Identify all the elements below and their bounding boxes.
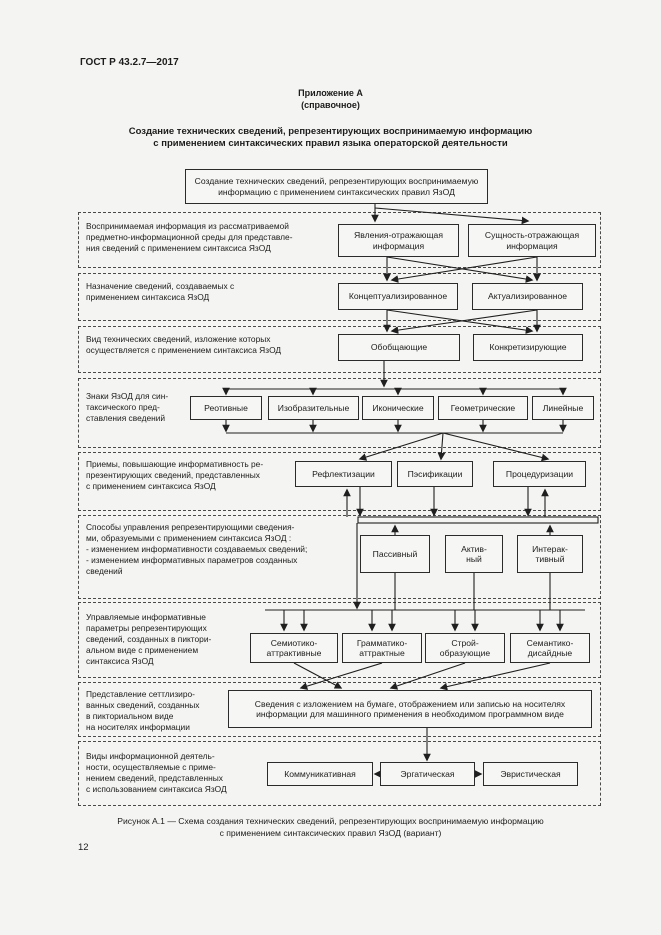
section-7-label: Управляемые информативные параметры репр… bbox=[86, 612, 212, 666]
node-reotive-signs: Реотивные bbox=[190, 396, 262, 420]
node-passive: Пассивный bbox=[360, 535, 430, 573]
section-9-frame bbox=[78, 741, 601, 806]
section-3-frame bbox=[78, 326, 601, 373]
node-interactive: Интерак- тивный bbox=[517, 535, 583, 573]
appendix-label: Приложение А bbox=[298, 88, 363, 98]
node-grammatic-attractive: Грамматико- аттрактные bbox=[342, 633, 422, 663]
node-generalizing: Обобщающие bbox=[338, 334, 460, 361]
doc-title: Создание технических сведений, репрезент… bbox=[128, 126, 533, 149]
node-reflectization: Рефлектизации bbox=[295, 461, 392, 487]
page-number: 12 bbox=[78, 842, 89, 853]
section-1-label: Воспринимаемая информация из рассматрива… bbox=[86, 221, 293, 253]
section-1-frame bbox=[78, 212, 601, 268]
figure-caption: Рисунок А.1 — Схема создания технических… bbox=[117, 816, 544, 838]
node-pictorial-signs: Изобразительные bbox=[268, 396, 359, 420]
node-essence-reflecting-info: Сущность-отражающая информация bbox=[468, 224, 596, 257]
section-4-frame bbox=[78, 378, 601, 448]
node-root: Создание технических сведений, репрезент… bbox=[185, 169, 488, 204]
node-concretizing: Конкретизирующие bbox=[473, 334, 583, 361]
section-5-label: Приемы, повышающие информативность ре- п… bbox=[86, 459, 264, 491]
section-9-label: Виды информационной деятель- ности, осущ… bbox=[86, 751, 227, 794]
section-5-frame bbox=[78, 452, 601, 511]
node-procedurization: Процедуризации bbox=[493, 461, 586, 487]
section-2-frame bbox=[78, 273, 601, 321]
node-heuristic: Эвристическая bbox=[483, 762, 578, 786]
section-4-label: Знаки ЯзОД для син- таксического пред- с… bbox=[86, 391, 169, 423]
appendix-note: (справочное) bbox=[301, 100, 360, 110]
section-3-label: Вид технических сведений, изложение кото… bbox=[86, 334, 282, 355]
node-media-representation: Сведения с изложением на бумаге, отображ… bbox=[228, 690, 592, 728]
node-phenomena-reflecting-info: Явления-отражающая информация bbox=[338, 224, 459, 257]
node-communicative: Коммуникативная bbox=[267, 762, 373, 786]
node-conceptualized: Концептуализированное bbox=[338, 283, 458, 310]
section-8-label: Представление сеттлизиро- ванных сведени… bbox=[86, 689, 200, 732]
node-iconic-signs: Иконические bbox=[362, 396, 434, 420]
node-geometric-signs: Геометрические bbox=[438, 396, 528, 420]
node-active: Актив- ный bbox=[445, 535, 503, 573]
section-6-label: Способы управления репрезентирующими све… bbox=[86, 522, 308, 576]
section-2-label: Назначение сведений, создаваемых с приме… bbox=[86, 281, 235, 302]
section-6-frame bbox=[78, 515, 601, 599]
node-ergatic: Эргатическая bbox=[380, 762, 475, 786]
node-actualized: Актуализированное bbox=[472, 283, 583, 310]
node-semiotic-attractive: Семиотико- аттрактивные bbox=[250, 633, 338, 663]
gost-standard-number: ГОСТ Р 43.2.7—2017 bbox=[80, 57, 179, 68]
node-linear-signs: Линейные bbox=[532, 396, 594, 420]
node-structure-forming: Строй- образующие bbox=[425, 633, 505, 663]
node-semantic-deciding: Семантико- дисайдные bbox=[510, 633, 590, 663]
node-pesification: Пэсификации bbox=[397, 461, 473, 487]
